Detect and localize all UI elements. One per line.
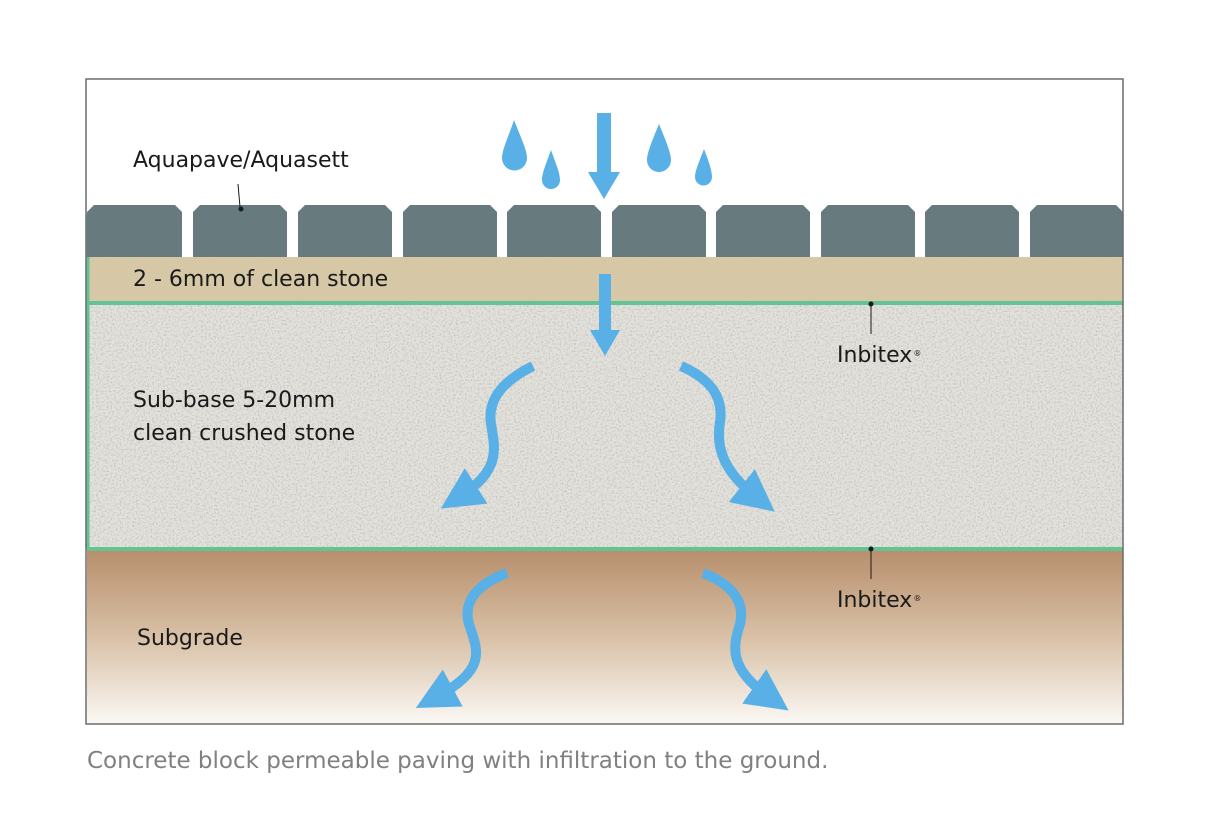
wavy-arrow-icon — [440, 361, 536, 509]
label-membrane-lower: Inbitex® — [837, 588, 921, 614]
paver-block — [87, 205, 182, 257]
leader-dots — [238, 206, 874, 552]
registered-mark: ® — [913, 594, 922, 603]
raindrop-icon — [542, 150, 560, 189]
label-membrane-upper: Inbitex® — [837, 343, 921, 369]
down-arrow-icon — [590, 274, 620, 356]
subgrade-layer — [87, 549, 1123, 724]
down-arrow-icon — [588, 113, 620, 199]
label-clean-stone: 2 - 6mm of clean stone — [133, 267, 389, 292]
rain-drops — [502, 120, 712, 189]
membrane-lower-text: Inbitex — [837, 588, 913, 613]
raindrop-icon — [647, 124, 671, 172]
infiltration-arrows — [415, 361, 789, 711]
label-paver: Aquapave/Aquasett — [133, 148, 349, 173]
paver-block — [193, 205, 287, 257]
membrane-upper-leader-dot — [868, 301, 874, 307]
paver-block — [403, 205, 497, 257]
paver-block — [612, 205, 706, 257]
paver-block — [507, 205, 601, 257]
paver-block — [1030, 205, 1123, 257]
label-subgrade: Subgrade — [137, 626, 243, 651]
figure-caption: Concrete block permeable paving with inf… — [87, 748, 829, 774]
wavy-arrow-icon — [701, 568, 789, 711]
raindrop-icon — [695, 149, 712, 186]
membrane-upper-text: Inbitex — [837, 343, 913, 368]
wavy-arrow-icon — [678, 361, 775, 512]
membrane-lower-leader-dot — [868, 546, 874, 552]
paver-blocks — [87, 205, 1123, 257]
water-flow-arrows — [588, 113, 620, 356]
leader-lines — [237, 183, 872, 579]
diagram-frame — [85, 78, 1124, 725]
paver-block — [716, 205, 810, 257]
registered-mark: ® — [913, 349, 922, 358]
label-subbase-line2: clean crushed stone — [133, 421, 356, 446]
paver-block — [298, 205, 392, 257]
paver-block — [821, 205, 915, 257]
paver-leader-line — [237, 183, 241, 208]
paver-leader-dot — [238, 206, 244, 212]
paver-block — [925, 205, 1019, 257]
raindrop-icon — [502, 120, 527, 171]
label-subbase-line1: Sub-base 5-20mm — [133, 388, 336, 413]
wavy-arrow-icon — [415, 568, 509, 708]
